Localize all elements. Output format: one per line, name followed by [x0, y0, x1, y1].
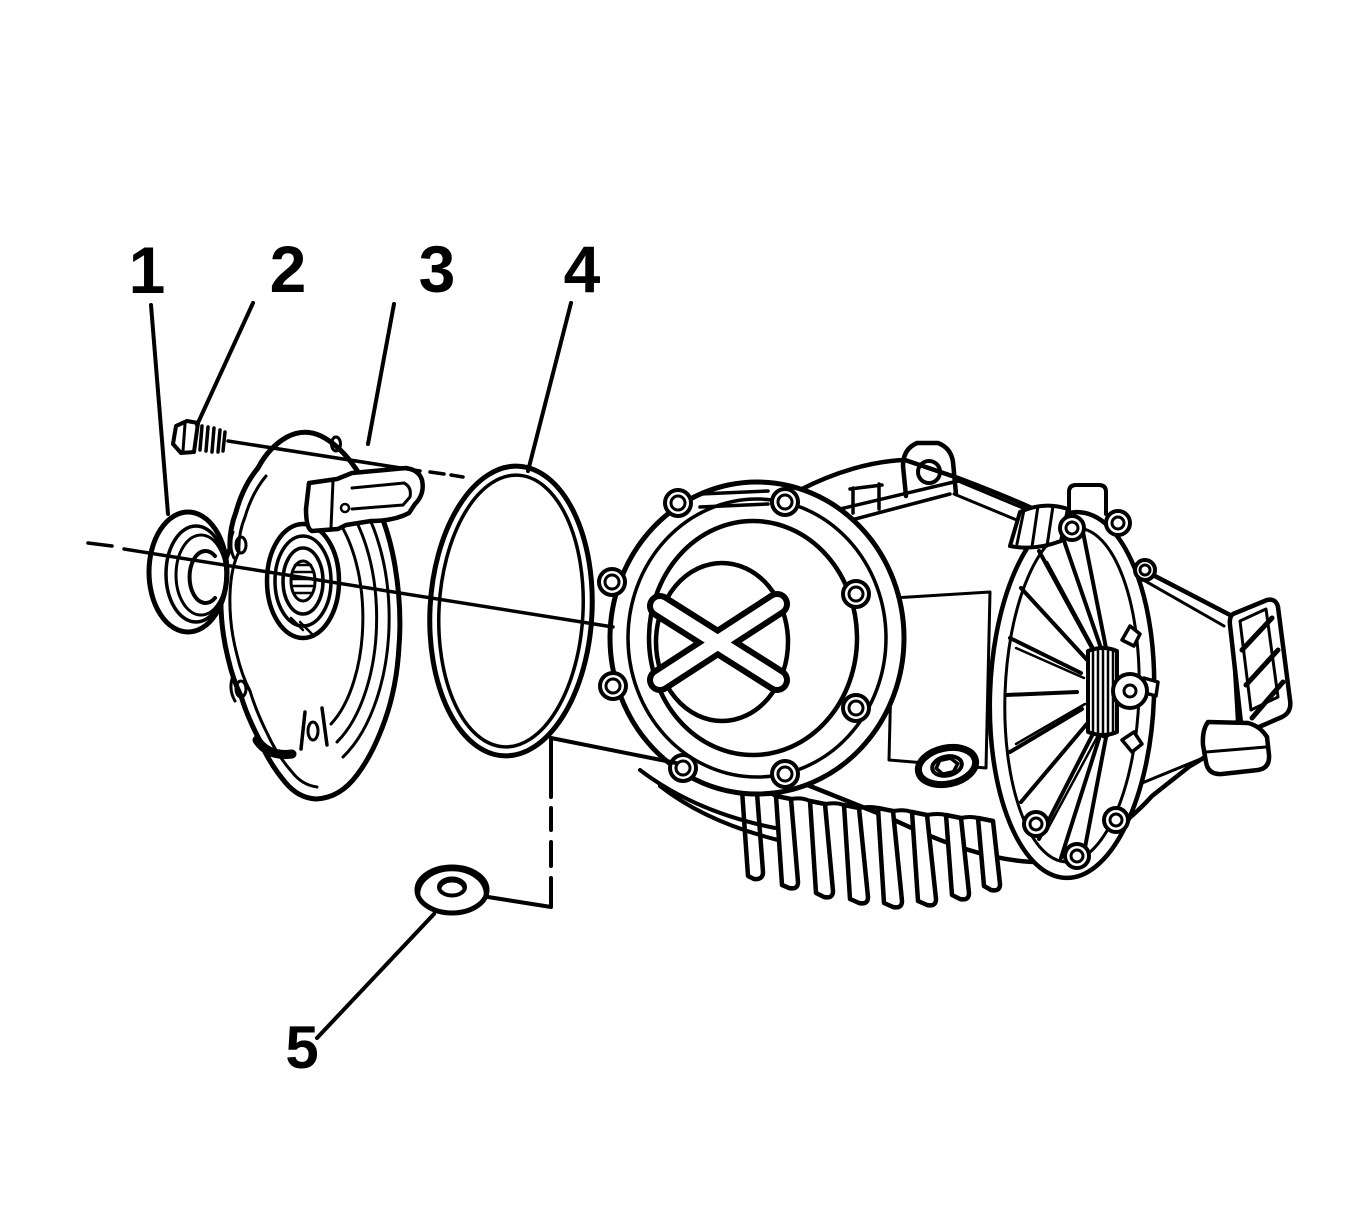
washer-locator-line — [486, 736, 678, 909]
callout-1: 1 — [129, 233, 166, 307]
leader-line-1 — [149, 303, 170, 516]
end-bracket-hatch — [1239, 615, 1286, 721]
seal-bore — [187, 549, 217, 605]
centerlines — [86, 439, 678, 909]
washer-thickness — [415, 866, 489, 897]
callout-2: 2 — [270, 232, 307, 306]
drain-plug-washer — [414, 864, 490, 916]
bottom-pad — [252, 735, 297, 759]
rear-finned-cover — [987, 503, 1160, 881]
ear-hole-upper — [234, 535, 248, 555]
rear-cover-bolts — [1022, 509, 1157, 870]
main-axis-line — [86, 541, 615, 629]
callout-3: 3 — [419, 232, 456, 306]
leader-line-5 — [315, 912, 436, 1040]
emblem-boss — [653, 560, 791, 724]
radial-rib-shadows — [1014, 560, 1103, 834]
callout-4: 4 — [564, 232, 601, 306]
leader-line-3 — [366, 302, 396, 446]
lower-lip-arcs — [638, 768, 780, 842]
flange-bolts — [597, 487, 871, 789]
bottom-tab-hole — [306, 720, 320, 742]
end-foot-line — [1204, 745, 1268, 754]
mounting-ear-hole — [916, 459, 942, 485]
front-cover-flange — [597, 479, 907, 797]
radial-ribs — [1004, 530, 1110, 860]
callouts: 1 2 3 4 5 — [129, 232, 601, 1081]
ear-hole-lower — [234, 679, 248, 699]
bolt-threads — [198, 424, 227, 454]
bolt-axis-line — [226, 439, 465, 479]
output-shaft-seal — [146, 509, 230, 635]
x-emblem-icon — [647, 591, 790, 693]
splined-output-hub — [1086, 624, 1160, 754]
callout-5: 5 — [285, 1014, 318, 1081]
differential-carrier-assembly — [597, 440, 1293, 910]
housing-seam-lines — [800, 479, 960, 534]
flange-top-seam — [698, 489, 770, 509]
ear-bumps — [229, 530, 237, 703]
bottom-tab — [299, 706, 329, 751]
bolt-boss-block — [1008, 503, 1070, 550]
mounting-ear — [900, 440, 959, 499]
leader-line-4 — [526, 301, 573, 473]
side-cover-inner-edge — [228, 474, 319, 789]
rear-cover-top-tab — [1067, 483, 1108, 516]
leader-line-2 — [195, 301, 255, 427]
bolt-boss-ridges — [1015, 504, 1055, 549]
drain-plug — [914, 743, 980, 789]
top-tab-hole — [330, 435, 342, 453]
